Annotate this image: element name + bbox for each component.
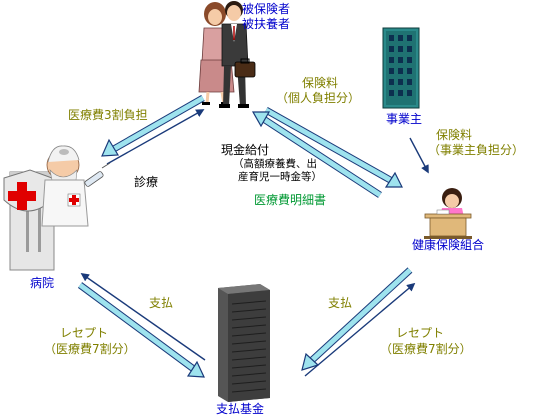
insurer-clerk-icon (424, 188, 472, 239)
arrow-fund-to-hospital (80, 273, 206, 361)
employer-label: 事業主 (386, 112, 423, 126)
premium-employer-line2: （事業主負担分） (428, 143, 525, 157)
arrow-insurer-to-fund (301, 267, 413, 371)
insured-label-line1: 被保険者 (242, 2, 291, 16)
medical-statement-label: 医療費明細書 (254, 193, 327, 207)
copay-label: 医療費3割負担 (68, 108, 148, 122)
insured-couple-icon (198, 1, 256, 108)
payment-fund-label: 支払基金 (216, 402, 265, 416)
arrow-employer-to-insurer (409, 137, 429, 174)
cash-benefit-title: 現金給付 (221, 143, 270, 157)
treatment-label: 診療 (134, 175, 159, 189)
arrow-insurer-to-insured (251, 111, 382, 198)
payment-left-label: 支払 (149, 296, 174, 310)
payment-fund-server-icon (218, 284, 270, 402)
arrow-hospital-to-insured (106, 109, 205, 165)
hospital-icon (3, 169, 55, 271)
receipt-right-line1: レセプト (396, 326, 445, 340)
insured-label-line2: 被扶養者 (242, 17, 291, 31)
arrow-insured-to-hospital (101, 94, 205, 157)
arrow-insured-to-insurer (264, 106, 403, 188)
cash-benefit-note-line1: （高額療養費、出 (233, 158, 317, 170)
receipt-right-line2: （医療費7割分） (380, 342, 472, 356)
employer-building-icon (382, 27, 420, 109)
cash-benefit-note-line2: 産育児一時金等） (238, 171, 322, 183)
payment-right-label: 支払 (328, 296, 353, 310)
insurer-label: 健康保険組合 (412, 238, 485, 252)
arrow-hospital-to-fund (77, 282, 205, 378)
premium-personal-line2: （個人負担分） (276, 91, 361, 105)
premium-employer-line1: 保険料 (436, 128, 473, 142)
receipt-left-line1: レセプト (60, 326, 109, 340)
doctor-icon (41, 145, 111, 227)
hospital-label: 病院 (30, 276, 55, 290)
arrow-fund-to-insurer (304, 282, 416, 377)
premium-personal-line1: 保険料 (302, 76, 339, 90)
receipt-left-line2: （医療費7割分） (44, 342, 136, 356)
